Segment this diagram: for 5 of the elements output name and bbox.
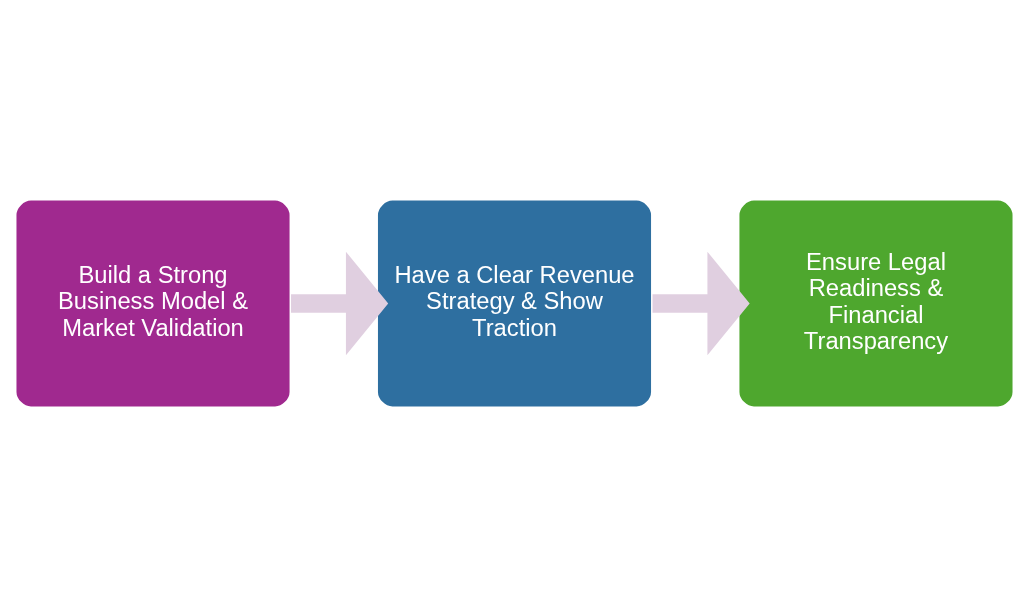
arrow bbox=[291, 251, 389, 356]
arrow bbox=[652, 251, 750, 356]
node-box: Build a Strong Business Model & Market Validation bbox=[13, 197, 293, 410]
node-box: Ensure Legal Readiness & Financial Transparency bbox=[736, 197, 1016, 410]
node-box: Have a Clear Revenue Strategy & Show Traction bbox=[375, 197, 654, 410]
